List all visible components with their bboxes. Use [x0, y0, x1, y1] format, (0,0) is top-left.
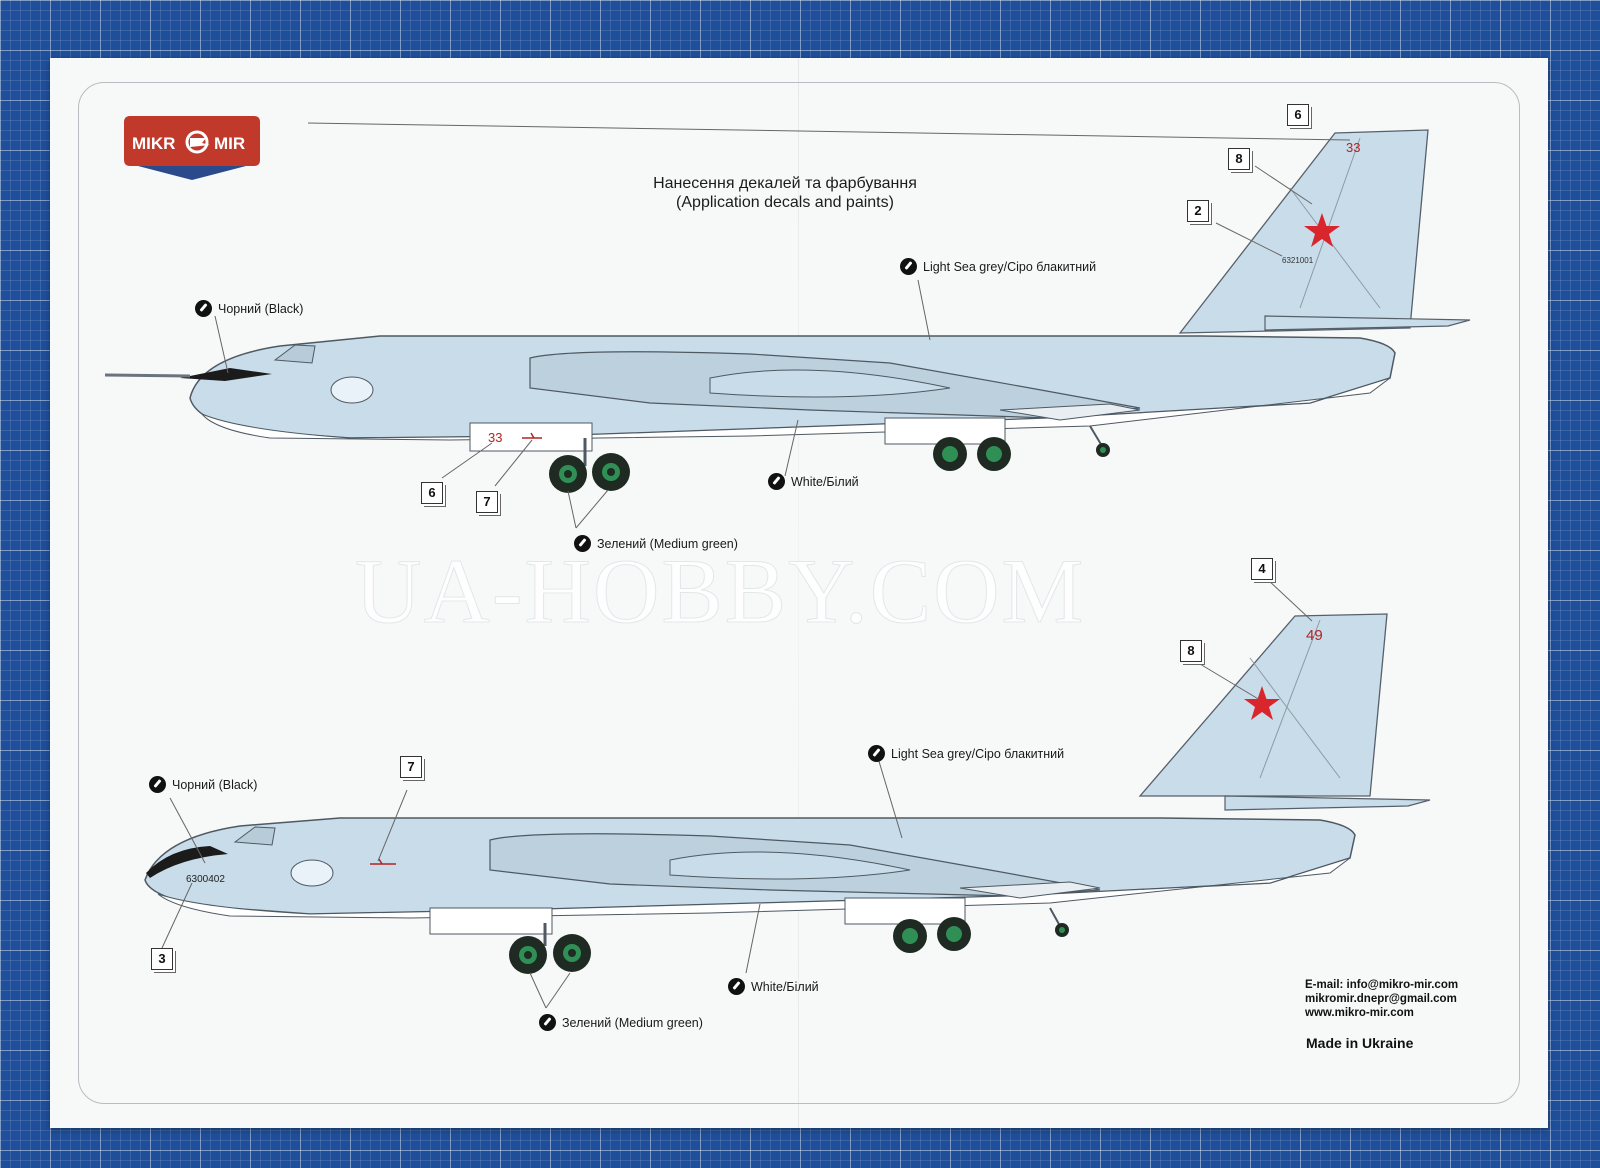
title-english: (Application decals and paints): [676, 194, 894, 211]
contact-website[interactable]: www.mikro-mir.com: [1305, 1007, 1414, 1019]
callout-top-7: 7: [476, 491, 498, 513]
bottom-tail-number: 49: [1306, 627, 1323, 644]
mikromir-logo: MIKR MIR: [124, 116, 260, 180]
paint-top-white: White/Білий: [768, 473, 859, 490]
sheet-border: [78, 82, 1520, 1104]
paint-bottle-icon: [574, 535, 591, 552]
svg-text:MIR: MIR: [214, 134, 245, 153]
paint-bottle-icon: [728, 978, 745, 995]
made-in-label: Made in Ukraine: [1306, 1035, 1414, 1051]
watermark: UA-HOBBY.COM: [355, 540, 1086, 643]
callout-bottom-4-tail: 4: [1251, 558, 1273, 580]
callout-bottom-3-serial: 3: [151, 948, 173, 970]
paint-top-black: Чорний (Black): [195, 300, 303, 317]
bottom-aircraft-profile: 49 6300402: [144, 579, 1431, 1009]
paint-label: Light Sea grey/Сіро блакитний: [923, 259, 1097, 274]
bottom-red-star: [1244, 686, 1280, 720]
bottom-tail-gear: [1049, 907, 1069, 937]
paint-label: White/Білий: [791, 474, 859, 489]
title-ukrainian: Нанесення декалей та фарбування: [653, 175, 917, 192]
top-fuselage-code: 33: [488, 430, 502, 445]
top-tail-number: 33: [1346, 140, 1360, 155]
callout-top-6-fuselage: 6: [421, 482, 443, 504]
paint-label: Зелений (Medium green): [562, 1015, 703, 1030]
callout-top-2-serial: 2: [1187, 200, 1209, 222]
callout-top-8-star: 8: [1228, 148, 1250, 170]
contact-info: E-mail: info@mikro-mir.com mikromir.dnep…: [1305, 978, 1458, 1020]
aircraft-drawings: 33 6321001 33: [104, 122, 1471, 1009]
paint-bottom-sea-grey: Light Sea grey/Сіро блакитний: [868, 745, 1064, 762]
top-main-gear-rear: [933, 437, 1011, 471]
paint-bottle-icon: [768, 473, 785, 490]
paint-top-green: Зелений (Medium green): [574, 535, 738, 552]
paint-bottom-white: White/Білий: [728, 978, 819, 995]
page-title: Нанесення декалей та фарбування (Applica…: [620, 174, 950, 212]
paint-bottle-icon: [195, 300, 212, 317]
top-tail-gear: [1089, 425, 1110, 457]
paint-bottle-icon: [539, 1014, 556, 1031]
top-serial: 6321001: [1282, 256, 1314, 265]
paint-top-sea-grey: Light Sea grey/Сіро блакитний: [900, 258, 1096, 275]
contact-email-2[interactable]: mikromir.dnepr@gmail.com: [1305, 993, 1457, 1005]
top-main-gear-front: [549, 438, 630, 493]
paint-label: Чорний (Black): [218, 301, 304, 316]
instruction-sheet: MIKR MIR Нанесення декалей та фарбування…: [50, 58, 1548, 1128]
top-red-star: [1304, 213, 1340, 247]
paint-bottle-icon: [868, 745, 885, 762]
paint-label: Чорний (Black): [172, 777, 258, 792]
paint-bottle-icon: [900, 258, 917, 275]
bottom-main-gear-rear: [893, 917, 971, 953]
bottom-main-gear-front: [509, 923, 591, 974]
paint-bottom-black: Чорний (Black): [149, 776, 257, 793]
bottom-serial: 6300402: [186, 874, 225, 885]
callout-top-6-tail: 6: [1287, 104, 1309, 126]
paint-bottom-green: Зелений (Medium green): [539, 1014, 703, 1031]
svg-text:MIKR: MIKR: [132, 134, 175, 153]
sheet-fold-line: [798, 58, 799, 1128]
callout-bottom-8-star: 8: [1180, 640, 1202, 662]
top-aircraft-profile: 33 6321001 33: [104, 122, 1471, 529]
paint-label: White/Білий: [751, 979, 819, 994]
paint-label: Зелений (Medium green): [597, 536, 738, 551]
paint-label: Light Sea grey/Сіро блакитний: [891, 746, 1065, 761]
paint-bottle-icon: [149, 776, 166, 793]
contact-email[interactable]: E-mail: info@mikro-mir.com: [1305, 979, 1459, 991]
callout-bottom-7: 7: [400, 756, 422, 778]
